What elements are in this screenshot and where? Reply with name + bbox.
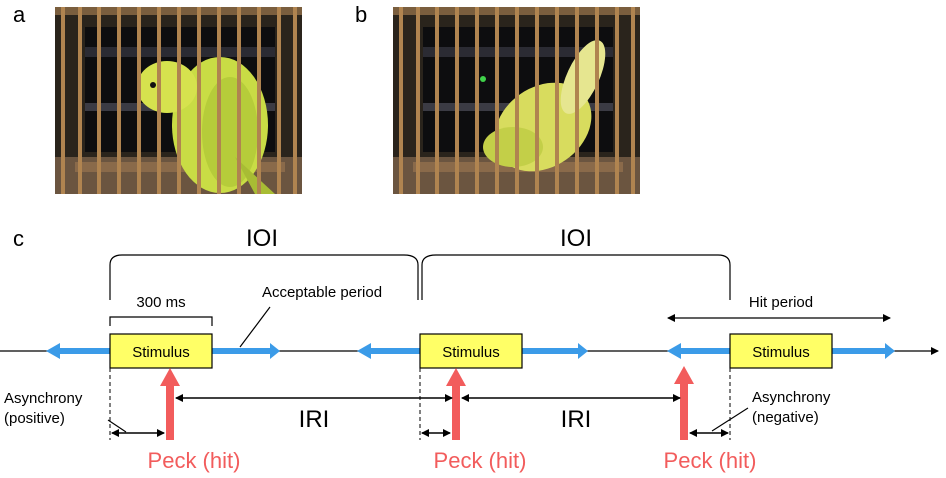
budgerigar-photo-a — [55, 7, 302, 194]
hit-period-label: Hit period — [749, 294, 813, 311]
panel-label-b: b — [355, 2, 368, 27]
peck-arrow-1 — [160, 368, 180, 440]
ioi-brace-2 — [421, 254, 731, 300]
asynchrony-negative-leader — [711, 407, 749, 432]
peck-arrow-3 — [674, 366, 694, 440]
budgerigar-photo-b — [393, 7, 640, 194]
stimulus-box-3 — [729, 333, 833, 369]
duration-bracket — [109, 316, 213, 326]
duration-label: 300 ms — [136, 294, 185, 311]
acceptable-period-label: Acceptable period — [262, 284, 382, 301]
stimulus-box-2 — [419, 333, 523, 369]
stimulus-label-3: Stimulus — [752, 344, 810, 361]
asynchrony-positive-line2: (positive) — [4, 410, 65, 427]
iri-label-2: IRI — [561, 406, 592, 433]
ioi-label-1: IOI — [246, 225, 278, 252]
panel-label-c: c — [13, 226, 24, 251]
ioi-label-2: IOI — [560, 225, 592, 252]
stimulus-box-1 — [109, 333, 213, 369]
stimulus-label-1: Stimulus — [132, 344, 190, 361]
peck-label-2: Peck (hit) — [434, 448, 527, 473]
ioi-brace-1 — [109, 254, 419, 300]
acceptable-period-leader — [239, 306, 271, 348]
iri-label-1: IRI — [299, 406, 330, 433]
asynchrony-positive-leader — [107, 419, 127, 433]
asynchrony-negative-line2: (negative) — [752, 409, 819, 426]
peck-label-3: Peck (hit) — [664, 448, 757, 473]
stimulus-label-2: Stimulus — [442, 344, 500, 361]
asynchrony-positive-line1: Asynchrony — [4, 390, 83, 407]
peck-arrow-2 — [446, 368, 466, 440]
panel-label-a: a — [13, 2, 26, 27]
peck-label-1: Peck (hit) — [148, 448, 241, 473]
asynchrony-negative-line1: Asynchrony — [752, 389, 831, 406]
